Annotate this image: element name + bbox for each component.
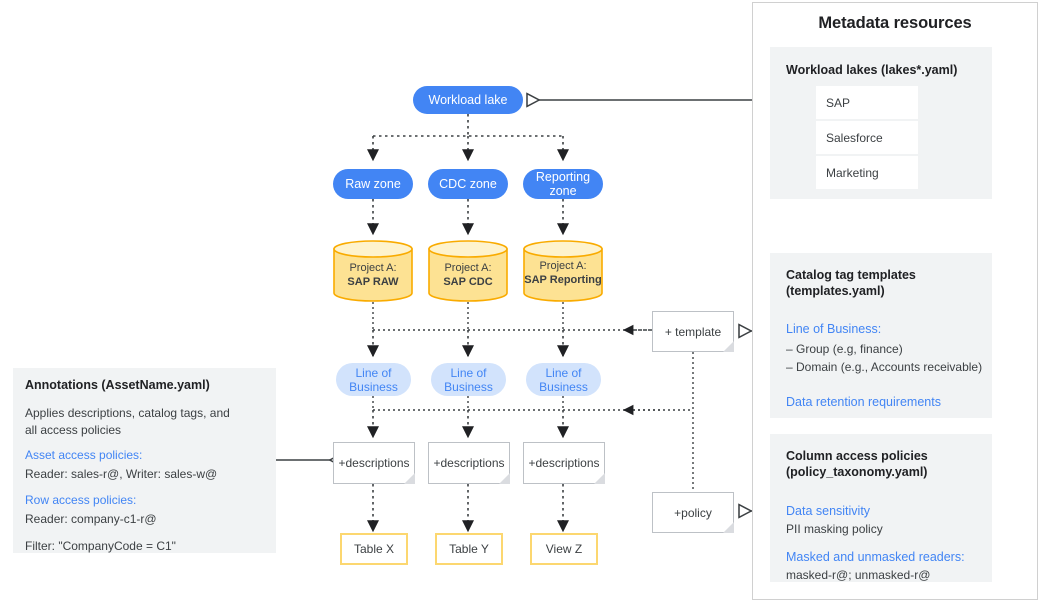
node-project-sap-raw[interactable]: Project A: SAP RAW bbox=[333, 240, 413, 302]
catalog-tag-templates-card bbox=[770, 253, 992, 418]
node-table-y[interactable]: Table Y bbox=[435, 533, 503, 565]
node-workload-lake[interactable]: Workload lake bbox=[413, 86, 523, 114]
masked-readers-body: masked-r@; unmasked-r@ bbox=[786, 568, 931, 582]
note-descriptions-1[interactable]: +descriptions bbox=[333, 442, 415, 484]
annotations-description-line1: Applies descriptions, catalog tags, and bbox=[25, 406, 230, 420]
row-access-policies-heading: Row access policies: bbox=[25, 493, 137, 507]
column-access-policies-card bbox=[770, 434, 992, 582]
catalog-templates-title-line2: (templates.yaml) bbox=[786, 284, 885, 298]
node-raw-zone[interactable]: Raw zone bbox=[333, 169, 413, 199]
annotations-title: Annotations (AssetName.yaml) bbox=[25, 378, 210, 392]
row-filter-expression: Filter: "CompanyCode = C1" bbox=[25, 539, 176, 553]
lob-bullet-group: – Group (e.g, finance) bbox=[786, 342, 903, 356]
data-sensitivity-heading: Data sensitivity bbox=[786, 504, 871, 518]
data-retention-requirements: Data retention requirements bbox=[786, 395, 941, 409]
column-policies-title-line2: (policy_taxonomy.yaml) bbox=[786, 465, 928, 479]
note-add-template[interactable]: + template bbox=[652, 311, 734, 352]
note-descriptions-3[interactable]: +descriptions bbox=[523, 442, 605, 484]
node-line-of-business-3[interactable]: Line of Business bbox=[526, 363, 601, 396]
cylinder-shape bbox=[523, 240, 603, 302]
metadata-resources-title: Metadata resources bbox=[818, 14, 972, 32]
lake-item-sap[interactable]: SAP bbox=[816, 86, 918, 119]
lob-bullet-domain: – Domain (e.g., Accounts receivable) bbox=[786, 360, 983, 374]
lake-item-salesforce[interactable]: Salesforce bbox=[816, 121, 918, 154]
workload-lakes-title: Workload lakes (lakes*.yaml) bbox=[786, 63, 958, 77]
masked-readers-heading: Masked and unmasked readers: bbox=[786, 550, 965, 564]
asset-access-policies-body: Reader: sales-r@, Writer: sales-w@ bbox=[25, 467, 218, 481]
column-policies-title-line1: Column access policies bbox=[786, 449, 928, 463]
cylinder-shape bbox=[333, 240, 413, 302]
node-line-of-business-2[interactable]: Line of Business bbox=[431, 363, 506, 396]
line-of-business-heading: Line of Business: bbox=[786, 322, 882, 336]
node-project-sap-cdc[interactable]: Project A: SAP CDC bbox=[428, 240, 508, 302]
node-view-z[interactable]: View Z bbox=[530, 533, 598, 565]
row-access-policies-body: Reader: company-c1-r@ bbox=[25, 512, 157, 526]
node-table-x[interactable]: Table X bbox=[340, 533, 408, 565]
node-line-of-business-1[interactable]: Line of Business bbox=[336, 363, 411, 396]
catalog-templates-title-line1: Catalog tag templates bbox=[786, 268, 916, 282]
node-reporting-zone[interactable]: Reporting zone bbox=[523, 169, 603, 199]
node-project-sap-reporting[interactable]: Project A: SAP Reporting bbox=[523, 240, 603, 302]
cylinder-shape bbox=[428, 240, 508, 302]
annotations-description-line2: all access policies bbox=[25, 423, 122, 437]
note-descriptions-2[interactable]: +descriptions bbox=[428, 442, 510, 484]
annotations-panel bbox=[13, 368, 276, 553]
asset-access-policies-heading: Asset access policies: bbox=[25, 448, 143, 462]
note-add-policy[interactable]: +policy bbox=[652, 492, 734, 533]
node-cdc-zone[interactable]: CDC zone bbox=[428, 169, 508, 199]
pii-masking-policy-body: PII masking policy bbox=[786, 522, 883, 536]
lake-item-marketing[interactable]: Marketing bbox=[816, 156, 918, 189]
